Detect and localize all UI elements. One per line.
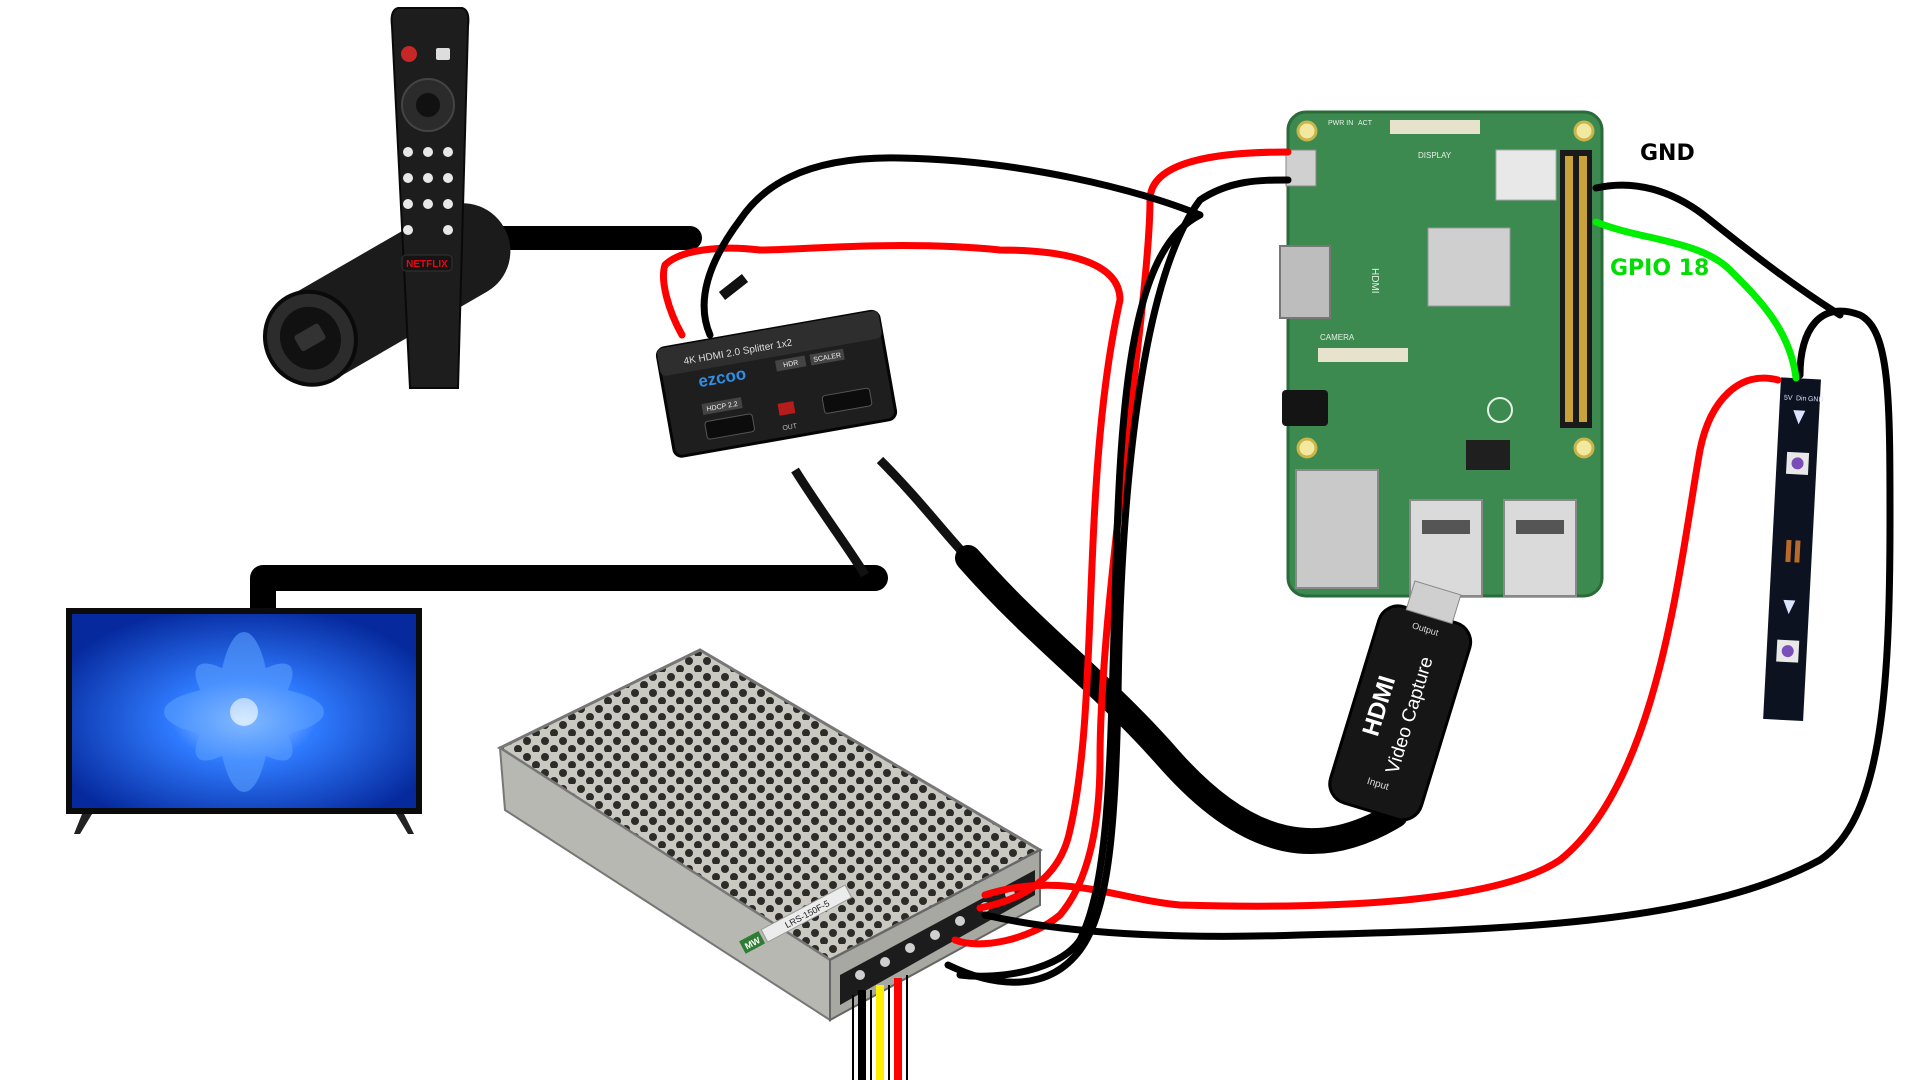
ac-input-wires	[852, 975, 908, 1080]
mounting-holes	[1296, 120, 1595, 459]
hdmi-port	[1279, 245, 1331, 319]
svg-text:5V: 5V	[1784, 395, 1793, 402]
capture-usb-plug	[1405, 580, 1462, 625]
ethernet-port	[1295, 469, 1379, 589]
pi-label-act: ACT	[1358, 120, 1373, 127]
menu-button-icon	[436, 48, 450, 60]
display-connector	[1390, 120, 1480, 134]
tv-foot-right	[396, 814, 414, 834]
arrow-down-icon	[1793, 410, 1806, 425]
gpio-pins	[1565, 156, 1587, 422]
black-wire-gpio-gnd	[1592, 181, 1844, 319]
netflix-button	[401, 254, 453, 272]
splitter-out-label: OUT	[782, 423, 798, 433]
hdmi-cables	[250, 226, 1408, 854]
usb-port-2	[1503, 499, 1577, 597]
green-wire-gpio18	[1592, 218, 1800, 382]
wifi-module	[1466, 440, 1510, 470]
raspberry-pi: DISPLAY HDMI CAMERA PWR IN ACT	[1279, 110, 1604, 598]
gpio-header	[1560, 150, 1592, 428]
hdmi-port-out1	[704, 413, 755, 440]
remote-buttons	[403, 147, 453, 235]
power-button-icon	[401, 46, 417, 62]
tv-foot-left	[74, 814, 92, 834]
hdmi-cable-splitter-to-tv	[250, 565, 888, 621]
svg-text:Din: Din	[1796, 395, 1807, 403]
red-wire-to-strip	[981, 374, 1782, 910]
hdmi-cable-splitter-out1	[791, 467, 869, 578]
camera-connector	[1318, 348, 1408, 362]
audio-jack	[1282, 390, 1328, 426]
soc-chip	[1427, 227, 1511, 307]
media-streamer: NETFLIX	[262, 7, 511, 389]
pi-label-camera: CAMERA	[1320, 333, 1355, 342]
hdmi-splitter: 4K HDMI 2.0 Splitter 1x2 ezcoo HDR SCALE…	[655, 309, 898, 458]
arrow-down-icon-2	[1783, 599, 1796, 615]
gnd-label: GND	[1640, 141, 1695, 166]
raspberry-logo-icon	[1487, 397, 1513, 423]
strip-pcb	[1763, 377, 1821, 722]
led-strip: 5V Din GND	[1763, 377, 1824, 722]
wires	[660, 148, 1894, 986]
switch-icon	[777, 401, 796, 416]
red-wire-to-pi	[951, 148, 1292, 948]
netflix-label: NETFLIX	[406, 259, 448, 270]
svg-text:HDR: HDR	[783, 360, 799, 370]
gpio-label: GPIO 18	[1610, 256, 1709, 281]
pi-label-hdmi: HDMI	[1369, 268, 1380, 294]
remote-control: NETFLIX	[390, 7, 470, 389]
usb-port-1	[1409, 499, 1483, 597]
hdmi-cable-splitter-input	[718, 274, 749, 300]
svg-text:GND: GND	[1808, 396, 1824, 404]
pi-label-pwr: PWR IN	[1328, 120, 1353, 127]
psu-label	[760, 884, 853, 943]
strip-pads: 5V Din GND	[1784, 395, 1824, 404]
ram-chip	[1495, 149, 1557, 201]
hdmi-port-out2	[821, 387, 873, 414]
red-wire-to-splitter	[660, 242, 1124, 912]
splitter-badges: HDR SCALER HDCP 2.2	[701, 348, 845, 415]
black-wire-to-pi	[944, 176, 1292, 986]
pi-label-display: DISPLAY	[1418, 151, 1452, 160]
svg-text:SCALER: SCALER	[813, 352, 842, 364]
black-wire-to-splitter	[700, 154, 1204, 980]
television	[66, 608, 422, 834]
hdmi-cable-splitter-out2	[876, 456, 974, 564]
black-wire-gnd-bus	[981, 307, 1894, 940]
video-capture: Output HDMI Video Capture Input	[1328, 580, 1473, 822]
flower-image	[164, 632, 324, 792]
power-supply: LRS-150F-5 MW	[496, 648, 1044, 1022]
hdmi-cable-to-capture	[955, 545, 1408, 854]
